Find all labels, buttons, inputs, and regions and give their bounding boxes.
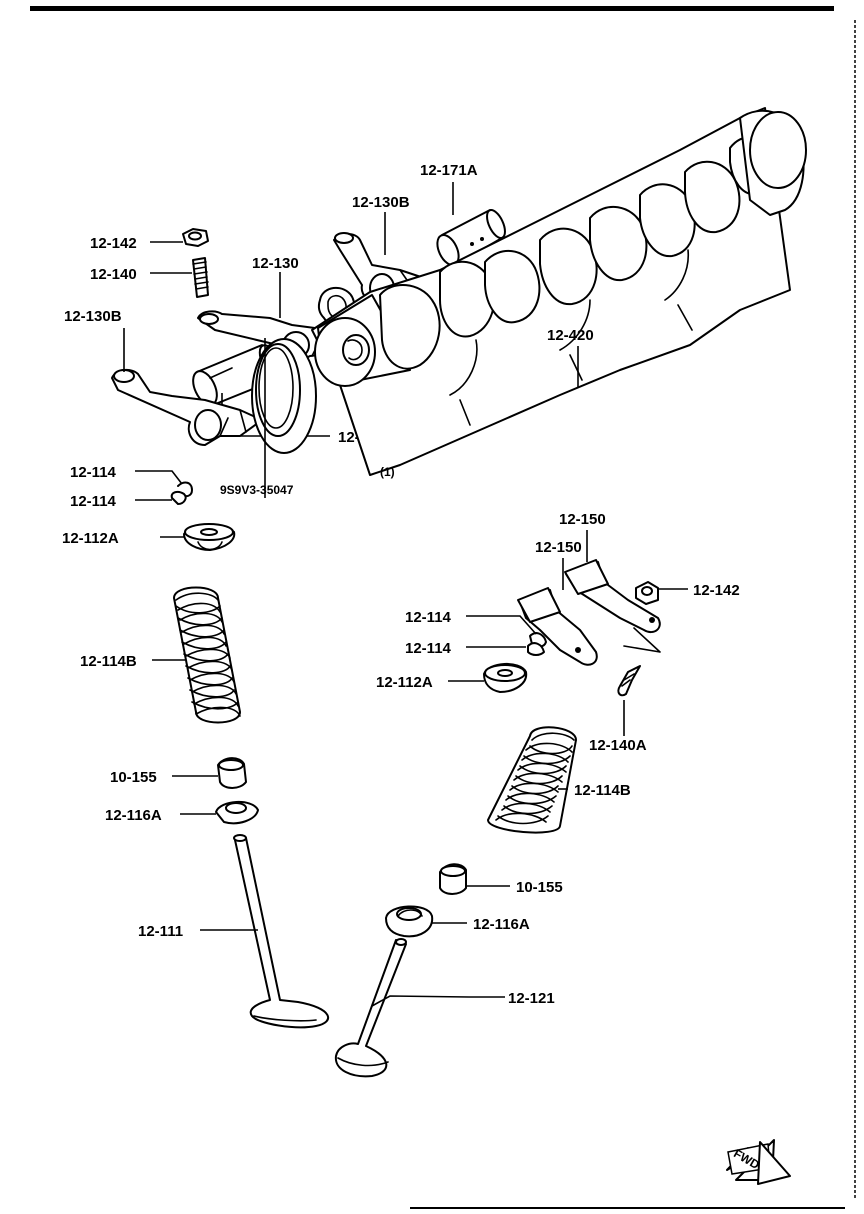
- callout-12-171a: 12-171A: [420, 162, 478, 179]
- adjust-nut-12-142-top: [182, 228, 209, 247]
- camshaft-12-420: [311, 107, 807, 476]
- callout-seal-quantity: (1): [380, 465, 395, 479]
- adjust-screw-12-140a: [617, 665, 641, 697]
- oil-seal-9s9v3-35047: [251, 338, 317, 454]
- callout-12-111: 12-111: [138, 923, 183, 940]
- callout-12-150-a: 12-150: [535, 539, 582, 556]
- callout-12-114-c: 12-114: [405, 609, 452, 626]
- valve-keeper-12-114-right: [527, 632, 547, 656]
- valve-stem-seal-10-155-left: [217, 757, 247, 789]
- callout-12-121: 12-121: [508, 990, 555, 1007]
- spring-retainer-12-112a-left: [183, 523, 236, 551]
- exhaust-valve-12-121: [334, 938, 407, 1078]
- rocker-arm-12-150-upper: [564, 559, 661, 653]
- callout-12-140: 12-140: [90, 266, 137, 283]
- fwd-direction-arrow: FWD: [726, 1139, 791, 1185]
- callout-12-112a-left: 12-112A: [62, 530, 119, 547]
- spring-seat-12-116a-left: [215, 801, 259, 825]
- intake-valve-12-111: [233, 834, 329, 1029]
- callout-12-130b-top: 12-130B: [352, 194, 410, 211]
- callout-12-116a-left: 12-116A: [105, 807, 162, 824]
- callout-12-130: 12-130: [252, 255, 299, 272]
- callout-12-142-right: 12-142: [693, 582, 740, 599]
- rocker-arm-12-150-lower: [517, 587, 598, 666]
- callout-12-140a: 12-140A: [589, 737, 647, 754]
- callout-12-112a-right: 12-112A: [376, 674, 433, 691]
- callout-10-155-right: 10-155: [516, 879, 563, 896]
- callout-12-114-d: 12-114: [405, 640, 452, 657]
- callout-12-130b-left: 12-130B: [64, 308, 122, 325]
- valve-keeper-12-114-left: [170, 481, 193, 505]
- valve-stem-seal-10-155-right: [439, 863, 467, 895]
- adjust-screw-12-140: [192, 257, 209, 298]
- callout-12-114-a: 12-114: [70, 464, 117, 481]
- callout-12-114b-left: 12-114B: [80, 653, 137, 670]
- spring-seat-12-116a-right: [385, 905, 434, 938]
- adjust-nut-12-142-right: [635, 581, 659, 605]
- callout-12-116a-right: 12-116A: [473, 916, 530, 933]
- valve-spring-12-114b-left: [173, 586, 241, 724]
- callout-12-420: 12-420: [547, 327, 594, 344]
- callout-seal-part-number: 9S9V3-35047: [220, 483, 294, 497]
- top-border-rule: [30, 6, 834, 11]
- callout-10-155-left: 10-155: [110, 769, 157, 786]
- valve-spring-12-114b-right: [487, 726, 577, 834]
- callout-12-114-b: 12-114: [70, 493, 117, 510]
- callout-12-142-top: 12-142: [90, 235, 137, 252]
- spring-retainer-12-112a-right: [483, 663, 528, 693]
- callout-12-150-b: 12-150: [559, 511, 606, 528]
- callout-12-114b-right: 12-114B: [574, 782, 631, 799]
